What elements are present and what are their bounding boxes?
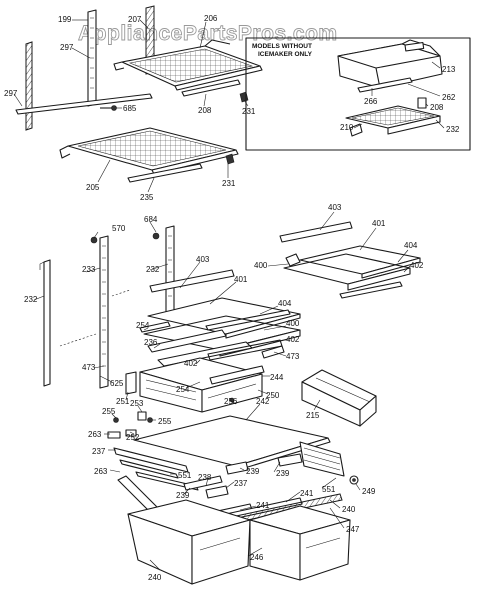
inset-note-line-1: MODELS WITHOUT	[252, 43, 312, 50]
callout: 400	[286, 319, 300, 328]
callout: 250	[266, 391, 280, 400]
callout: 401	[234, 275, 248, 284]
callout: 684	[144, 215, 158, 224]
callout: 402	[286, 335, 300, 344]
callout: 551	[322, 485, 336, 494]
callout: 297	[60, 43, 74, 52]
callout: 403	[328, 203, 342, 212]
callout: 551	[178, 471, 192, 480]
callout: 263	[88, 430, 102, 439]
callout: 208	[198, 106, 212, 115]
callout: 239	[246, 467, 260, 476]
callout: 404	[404, 241, 418, 250]
callout: 215	[306, 411, 320, 420]
callout: 625	[110, 379, 124, 388]
callout: 266	[364, 97, 378, 106]
callout: 206	[204, 14, 218, 23]
callout: 473	[286, 352, 300, 361]
callout: 239	[276, 469, 290, 478]
callout: 205	[86, 183, 100, 192]
callout: 232	[446, 125, 460, 134]
callout: 262	[442, 93, 456, 102]
callout: 236	[144, 338, 158, 347]
callout: 231	[242, 107, 256, 116]
callout: 232	[146, 265, 160, 274]
callout: 238	[198, 473, 212, 482]
callout: 242	[256, 397, 270, 406]
callout: 252	[126, 433, 140, 442]
callout: 251	[116, 397, 130, 406]
middle-shelf-assembly	[39, 221, 421, 427]
callout: 210	[340, 123, 354, 132]
callout: 199	[58, 15, 72, 24]
callout: 247	[346, 525, 360, 534]
callout: 685	[123, 104, 137, 113]
callout: 237	[234, 479, 248, 488]
callout-labels: 199 207 206 297 297 685 208 231 205 235 …	[4, 14, 460, 582]
callout: 254	[176, 385, 190, 394]
callout: 404	[278, 299, 292, 308]
callout: 241	[300, 489, 314, 498]
callout: 240	[148, 573, 162, 582]
callout: 570	[112, 224, 126, 233]
callout: 231	[222, 179, 236, 188]
callout: 237	[92, 447, 106, 456]
callout: 208	[430, 103, 444, 112]
callout: 232	[24, 295, 38, 304]
callout: 403	[196, 255, 210, 264]
callout: 207	[128, 15, 142, 24]
callout: 235	[140, 193, 154, 202]
icemaker-inset: MODELS WITHOUT ICEMAKER ONLY	[245, 37, 471, 151]
callout: 244	[270, 373, 284, 382]
callout: 473	[82, 363, 96, 372]
callout: 239	[176, 491, 190, 500]
callout: 255	[158, 417, 172, 426]
callout: 255	[102, 407, 116, 416]
callout: 249	[362, 487, 376, 496]
callout: 254	[136, 321, 150, 330]
callout: 402	[184, 359, 198, 368]
callout: 246	[250, 553, 264, 562]
top-shelf-assembly	[15, 5, 263, 183]
crisper-assembly	[107, 411, 359, 585]
callout: 401	[372, 219, 386, 228]
callout: 213	[442, 65, 456, 74]
callout: 241	[256, 501, 270, 510]
callout: 402	[410, 261, 424, 270]
leader-lines	[13, 19, 445, 571]
inset-note-line-2: ICEMAKER ONLY	[258, 51, 313, 58]
callout: 400	[254, 261, 268, 270]
callout: 253	[130, 399, 144, 408]
callout: 233	[82, 265, 96, 274]
callout: 256	[224, 397, 238, 406]
callout: 263	[94, 467, 108, 476]
watermark-text: AppliancePartsPros.com	[78, 22, 338, 45]
callout: 297	[4, 89, 18, 98]
callout: 240	[342, 505, 356, 514]
